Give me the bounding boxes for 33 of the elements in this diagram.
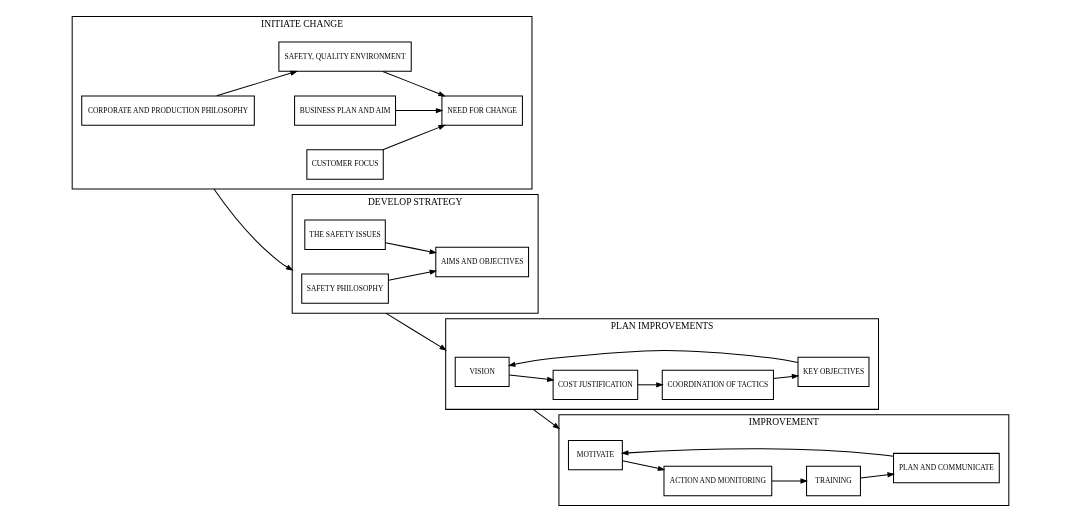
node-box: CUSTOMER FOCUS — [306, 149, 384, 180]
arrow — [508, 374, 555, 382]
node-box: MOTIVATE — [567, 439, 623, 471]
arrow — [382, 70, 446, 97]
node-box: KEY OBJECTIVES — [797, 356, 870, 388]
arrow — [395, 107, 444, 114]
node-box: PLAN AND COMMUNICATE — [893, 452, 1000, 484]
arrow — [860, 472, 895, 479]
arrow — [637, 382, 664, 388]
node-box: CORPORATE AND PRODUCTION PHILOSOPHY — [81, 95, 255, 126]
node-box: NEED FOR CHANGE — [441, 95, 523, 126]
node-box: THE SAFETY ISSUES — [304, 219, 386, 250]
node-box: VISION — [454, 356, 510, 388]
node-box: AIMS AND OBJECTIVES — [435, 246, 530, 278]
node-box: TRAINING — [806, 465, 861, 497]
node-box: SAFETY, QUALITY ENVIRONMENT — [278, 41, 412, 72]
node-box: COORDINATION OF TACTICS — [661, 369, 774, 400]
node-box: SAFETY PHILOSOPHY — [301, 273, 389, 304]
arrow — [216, 70, 298, 97]
arrow — [385, 312, 447, 351]
node-box: COST JUSTIFICATION — [552, 369, 639, 400]
arrow — [621, 460, 666, 471]
node-box: BUSINESS PLAN AND AIM — [294, 95, 397, 126]
arrow — [620, 448, 894, 457]
arrow — [388, 269, 438, 281]
arrow — [773, 373, 800, 380]
arrow — [771, 478, 808, 484]
arrow — [382, 124, 446, 151]
arrow — [507, 350, 799, 367]
arrow — [384, 242, 438, 255]
node-box: ACTION AND MONITORING — [663, 465, 773, 497]
arrow — [213, 188, 294, 271]
arrow — [532, 408, 561, 430]
